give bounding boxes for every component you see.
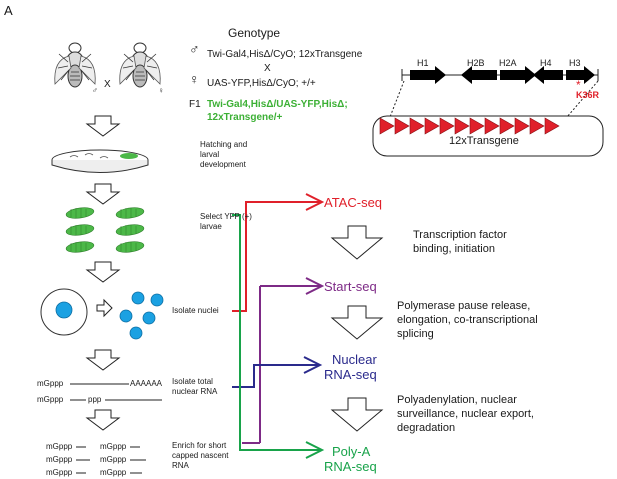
short-rna-cap-label: mGppp [100,442,127,451]
female-symbol: ♀ [189,71,200,87]
larvae-icon [65,205,145,255]
transgene-label: 12xTransgene [449,135,519,147]
step-select-yfp: Select YFP (+) larvae [200,212,252,231]
transgene-repeat-triangles [379,117,560,135]
nuclear-connector [232,364,318,388]
step-isolate-nuclei: Isolate nuclei [172,306,219,315]
process-1-line2: binding, initiation [413,243,495,255]
h2b-gene-arrow [461,66,497,84]
assay-polya-line1: Poly-A [332,444,371,459]
fly-female-mark: ♀ [158,86,164,95]
petri-dish-icon [51,149,149,173]
process-2-line2: elongation, co-transcriptional [397,314,538,326]
histone-gene-cluster [389,66,599,118]
h2a-gene-arrow [500,66,536,84]
gene-label-h2a: H2A [499,58,517,68]
nuclei-icon [40,288,164,340]
f1-genotype-line1: Twi-Gal4,HisΔ/UAS-YFP,HisΔ; [207,99,348,110]
short-rna-cap-label: mGppp [100,468,127,477]
process-arrow-icon [330,225,384,260]
assay-atac-seq: ATAC-seq [324,195,383,210]
rna-polya-label: AAAAAA [130,379,163,388]
mutation-mark: * [576,78,581,92]
process-arrow-icon [330,305,384,340]
panel-label: A [4,3,13,18]
down-arrow-icon [86,409,120,431]
short-rna-cap-label: mGppp [46,455,73,464]
fly-cross-x: X [104,79,111,90]
assay-nuclear-line2: RNA-seq [324,367,377,382]
down-arrow-icon [86,349,120,371]
process-2-line1: Polymerase pause release, [397,300,531,312]
f1-label: F1 [189,99,201,110]
gene-label-h2b: H2B [467,58,485,68]
down-arrow-icon [86,261,120,283]
assay-connectors [232,193,325,459]
down-arrow-icon [86,183,120,205]
genotype-title: Genotype [228,26,281,40]
process-arrow-icon [330,397,384,432]
step-isolate-rna: Isolate total nuclear RNA [172,377,218,396]
male-genotype: Twi-Gal4,HisΔ/CyO; 12xTransgene [207,49,363,60]
rna-cap-label: mGppp [37,395,64,404]
f1-genotype-line2: 12xTransgene/+ [207,112,283,123]
gene-label-h3: H3 [569,58,581,68]
assay-polya-line2: RNA-seq [324,459,377,474]
male-symbol: ♂ [189,41,200,57]
mutation-label: K36R [576,90,600,100]
short-rna-cap-label: mGppp [46,442,73,451]
process-3-line2: surveillance, nuclear export, [397,408,534,420]
female-fly-icon [119,42,161,88]
gene-label-h4: H4 [540,58,552,68]
down-arrow-icon [86,115,120,137]
assay-nuclear-line1: Nuclear [332,352,377,367]
assay-start-seq: Start-seq [324,279,377,294]
step-hatching: Hatching and larval development [200,140,248,169]
short-rna-molecules [76,446,146,474]
gene-label-h1: H1 [417,58,429,68]
h4-gene-arrow [533,66,563,84]
rna-ppp-label: ppp [88,395,102,404]
process-3-line3: degradation [397,422,456,434]
rna-molecules [70,383,162,401]
short-rna-cap-label: mGppp [100,455,127,464]
polya-connector [232,214,320,451]
step-enrich: Enrich for short capped nascent RNA [172,441,229,470]
process-1-line1: Transcription factor [413,229,507,241]
process-3-line1: Polyadenylation, nuclear [397,394,517,406]
rna-cap-label: mGppp [37,379,64,388]
h1-gene-arrow [410,66,446,84]
short-rna-cap-label: mGppp [46,468,73,477]
female-genotype: UAS-YFP,HisΔ/CyO; +/+ [207,78,316,89]
male-fly-icon [54,42,96,88]
process-2-line3: splicing [397,328,434,340]
cross-symbol: X [264,63,271,74]
transgene-box [372,115,604,157]
fly-male-mark: ♂ [92,86,98,95]
h3-gene-arrow [566,66,595,84]
